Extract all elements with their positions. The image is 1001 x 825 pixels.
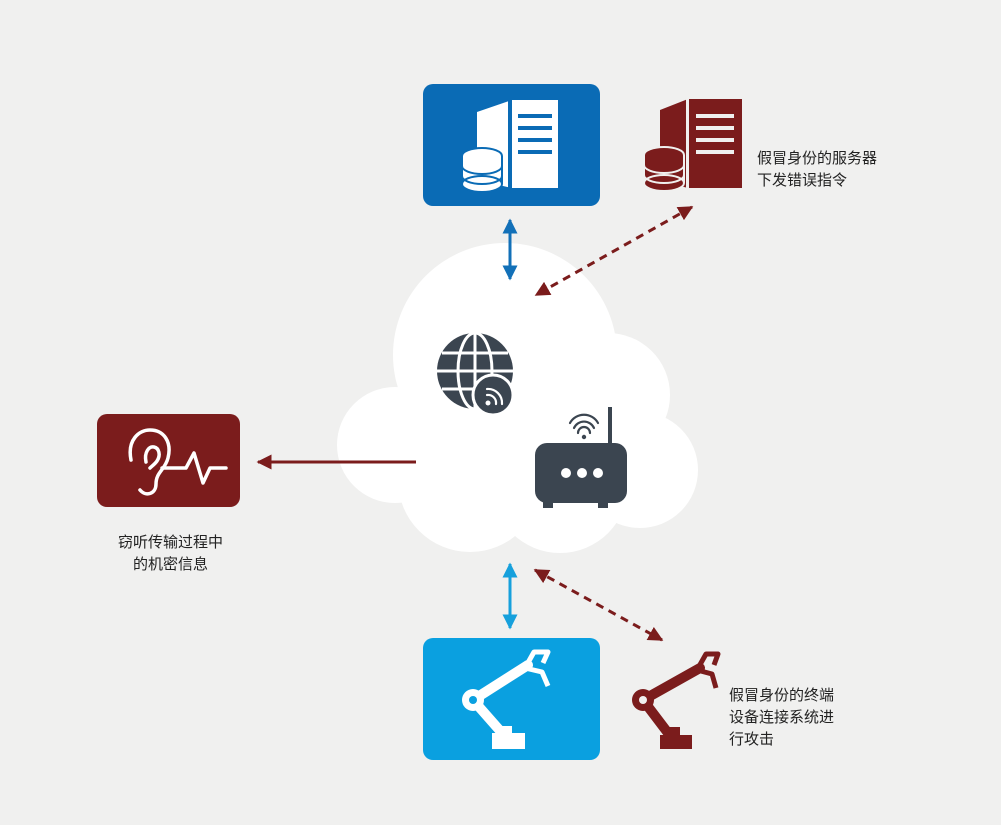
- fake-server-label-line2: 下发错误指令: [757, 171, 848, 189]
- robot-arm-icon: [462, 649, 551, 749]
- fake-server-label-line1: 假冒身份的服务器: [757, 149, 878, 167]
- eavesdrop-label-line1: 窃听传输过程中: [117, 533, 223, 551]
- fake-robot-arm-icon: [632, 651, 721, 749]
- server-database-icon: [461, 100, 558, 193]
- globe-wifi-icon: [437, 331, 515, 417]
- fake-server-cloud-arrow: [534, 205, 694, 297]
- ear-waveform-icon: [128, 428, 228, 496]
- ear-box: [97, 414, 240, 507]
- fake-robot-cloud-arrow: [533, 568, 664, 642]
- cloud: [337, 243, 698, 553]
- fake-server-database-icon: [643, 99, 742, 192]
- fake-terminal-label: 假冒身份的终端 设备连接系统进 行攻击: [729, 684, 834, 750]
- router-icon: [535, 407, 627, 508]
- fake-server-label: 假冒身份的服务器 下发错误指令: [757, 147, 877, 191]
- eavesdrop-label: 窃听传输过程中 的机密信息: [103, 531, 238, 575]
- eavesdrop-label-line2: 的机密信息: [132, 555, 208, 573]
- server-box: [423, 84, 600, 206]
- fake-terminal-label-line2: 设备连接系统进: [729, 708, 835, 726]
- fake-terminal-label-line3: 行攻击: [729, 730, 775, 748]
- robot-box: [423, 638, 600, 760]
- fake-terminal-label-line1: 假冒身份的终端: [729, 686, 835, 704]
